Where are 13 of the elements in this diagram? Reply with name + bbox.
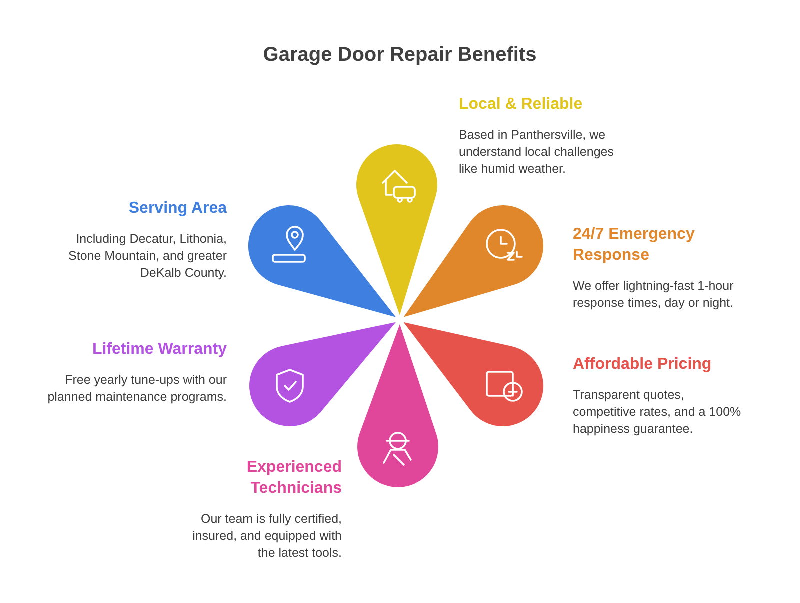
benefit-heading: Affordable Pricing <box>573 355 713 375</box>
benefit-heading: Serving Area <box>128 199 227 219</box>
benefit-description: Including Decatur, Lithonia, Stone Mountain, and greater DeKalb County. <box>68 231 227 282</box>
benefit-heading: 24/7 Emergency Response <box>573 225 696 266</box>
benefit-description: Free yearly tune-ups with our planned maintenance programs. <box>47 372 227 406</box>
benefit-heading: Lifetime Warranty <box>91 340 227 360</box>
diagram-title: Garage Door Repair Benefits <box>262 44 538 67</box>
benefit-description: Based in Panthersville, we understand local challenges like humid weather. <box>459 127 615 178</box>
benefit-heading: Experienced Technicians <box>246 458 342 499</box>
benefit-description: Our team is fully certified, insured, and equipped with the latest tools. <box>192 511 342 562</box>
benefit-heading: Local & Reliable <box>459 95 584 115</box>
benefit-description: Transparent quotes, competitive rates, and a 100% happiness guarantee. <box>573 387 742 438</box>
benefit-description: We offer lightning-fast 1-hour response times, day or night. <box>573 278 735 312</box>
